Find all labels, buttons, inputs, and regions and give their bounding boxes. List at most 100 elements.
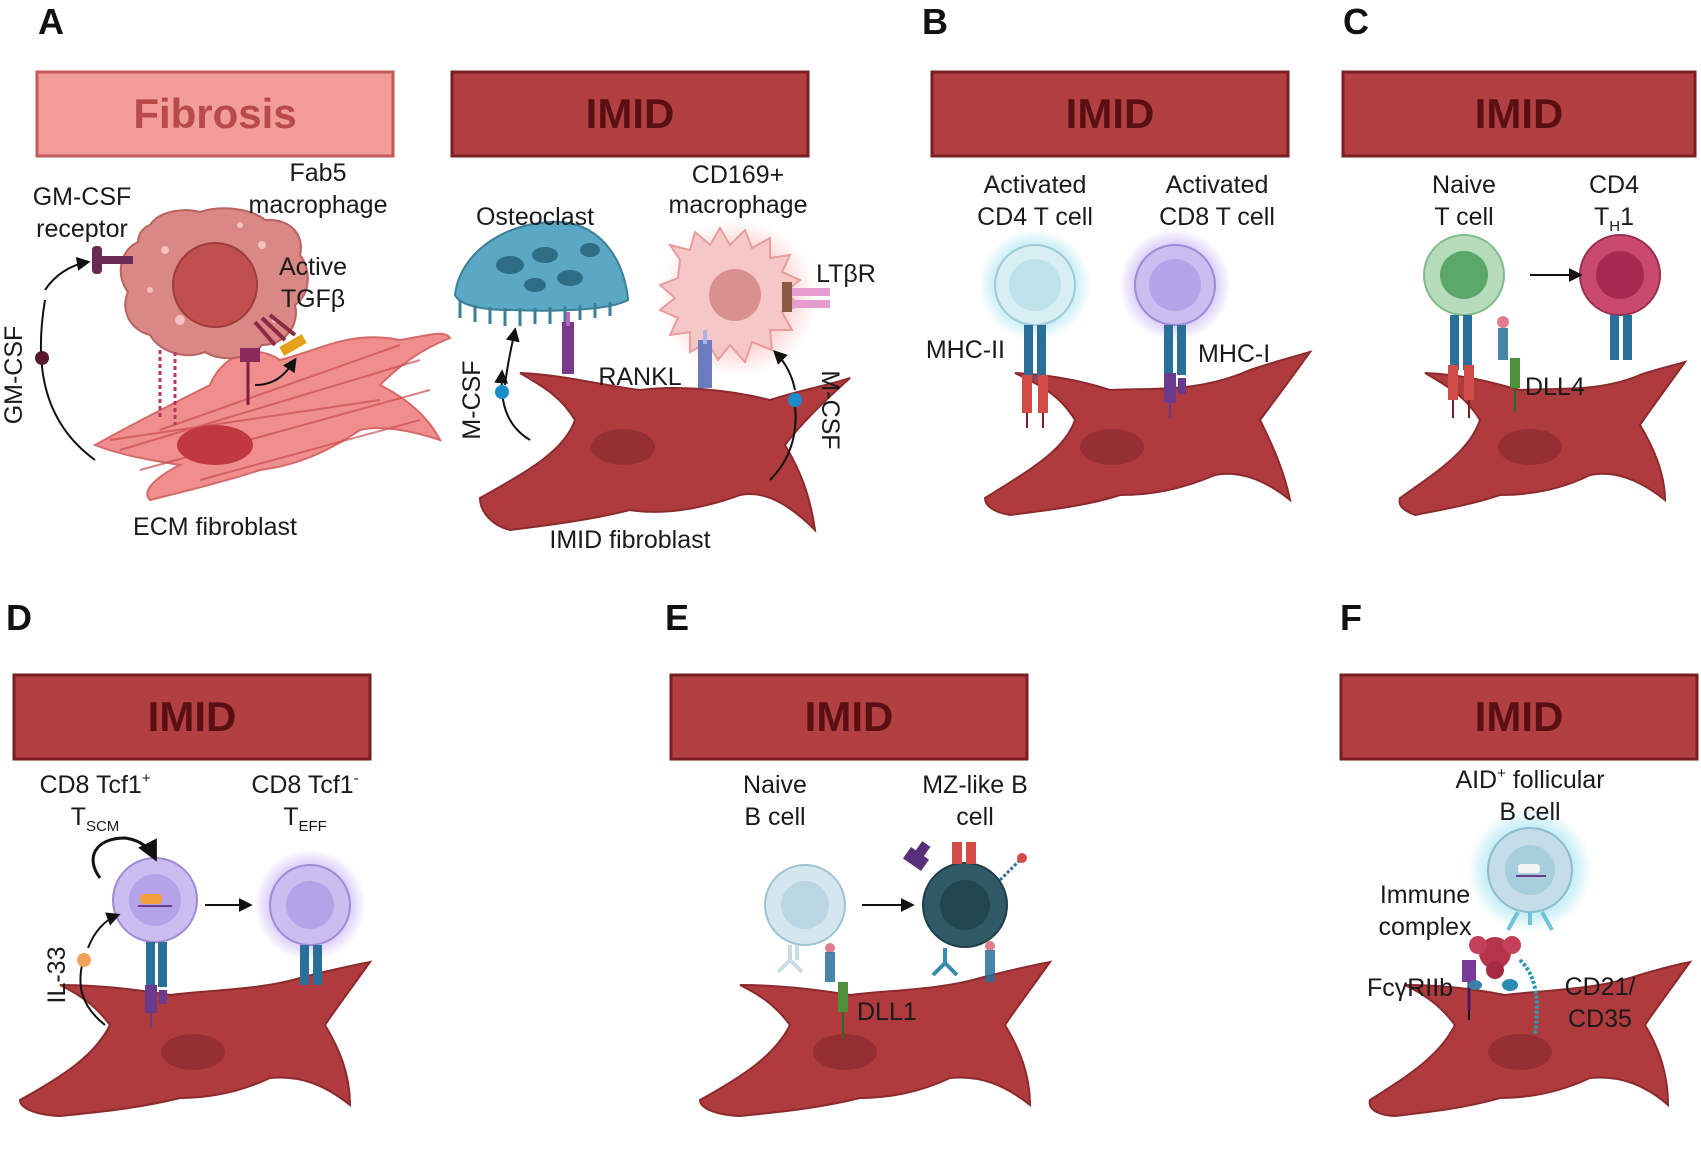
m-csf-right-molecule — [788, 393, 802, 407]
banner-imid-b-text: IMID — [1066, 90, 1155, 137]
naive-t-label-2: T cell — [1434, 203, 1493, 231]
m-csf-left-arrow-upper — [504, 327, 520, 386]
mz-like-b-cell — [922, 862, 1008, 948]
m-csf-right-arrow-upper — [773, 350, 796, 391]
il33-molecule — [77, 953, 91, 967]
osteoclast — [453, 220, 630, 326]
th1-sub: H — [1609, 218, 1620, 235]
ltbr-label: LTβR — [816, 260, 876, 288]
th1-label: TH1 — [1594, 203, 1634, 235]
notch-receptor-c — [1497, 316, 1509, 360]
self-renewal-arrow — [91, 836, 157, 879]
teff-sup: - — [354, 770, 359, 787]
banner-fibrosis-text: Fibrosis — [133, 90, 296, 137]
aid-sup: + — [1497, 765, 1506, 782]
tcr-tscm — [146, 942, 167, 987]
ltbr-receptor — [782, 282, 830, 312]
fab5-label-2: macrophage — [249, 191, 388, 219]
teff-label: CD8 Tcf1- — [251, 770, 358, 799]
mz-b-label-2: cell — [956, 803, 994, 831]
cd21-label-1: CD21/ — [1565, 973, 1636, 1001]
osteoclast-label: Osteoclast — [476, 203, 594, 231]
mz-receptor-chain — [998, 853, 1027, 882]
panel-label-c: C — [1343, 1, 1369, 42]
dll1-ligand — [838, 982, 848, 1038]
teff-t-label: TEFF — [283, 803, 327, 835]
gm-csf-receptor-label-2: receptor — [36, 215, 128, 243]
mz-b-bcr — [931, 948, 959, 977]
banner-imid-e-text: IMID — [805, 693, 894, 740]
gm-csf-label: GM-CSF — [0, 326, 28, 425]
il33-label: IL-33 — [43, 947, 71, 1004]
ecm-fibroblast-label: ECM fibroblast — [133, 513, 297, 541]
cd8-label-2: CD8 T cell — [1159, 203, 1275, 231]
immune-complex-label-2: complex — [1378, 913, 1472, 941]
aid-label-2: B cell — [1499, 798, 1560, 826]
dll4-ligand — [1510, 358, 1520, 412]
m-csf-left-arrow-lower — [494, 369, 531, 441]
cd8-label-1: Activated — [1166, 171, 1269, 199]
gm-csf-receptor — [92, 246, 133, 274]
banner-imid-b: IMID — [930, 70, 1290, 158]
teff-sub: EFF — [298, 818, 326, 835]
naive-b-label-2: B cell — [744, 803, 805, 831]
rank-receptor — [562, 312, 574, 374]
imid-fibroblast-label: IMID fibroblast — [549, 526, 710, 554]
panel-label-f: F — [1340, 597, 1362, 638]
banner-imid-f-text: IMID — [1475, 693, 1564, 740]
mz-notch — [985, 941, 995, 982]
tcr-cd8 — [1164, 325, 1186, 375]
panel-label-d: D — [6, 597, 32, 638]
tscm-t: T — [71, 803, 86, 831]
aid-label-1: AID+ follicular — [1455, 765, 1604, 794]
banner-imid-c-text: IMID — [1475, 90, 1564, 137]
imid-fibroblast-e — [698, 960, 1053, 1118]
ecm-tether — [158, 350, 177, 425]
tcr-teff — [300, 945, 322, 985]
mz-b-label-1: MZ-like B — [922, 771, 1028, 799]
tscm-sup: + — [142, 770, 151, 787]
tcr-th1 — [1610, 315, 1632, 360]
tcr-naive — [1450, 315, 1472, 370]
fcgriib — [1462, 960, 1482, 1020]
immune-complex-label-1: Immune — [1380, 881, 1470, 909]
aid-follicular-b-cell — [1487, 827, 1573, 913]
aid-main: AID — [1455, 766, 1497, 794]
panel-label-b: B — [922, 1, 948, 42]
tscm-sub: SCM — [86, 818, 119, 835]
banner-imid-e: IMID — [669, 673, 1029, 761]
gm-csf-secretion-arrow — [39, 299, 96, 461]
rankl-receptor — [698, 330, 712, 388]
imid-fibroblast-a — [478, 372, 851, 533]
rankl-label: RANKL — [598, 363, 681, 391]
tgfb-receptor-complex — [240, 313, 307, 405]
teff-cell — [269, 864, 351, 946]
cd21-cd35 — [1502, 958, 1539, 1036]
tscm-cell — [112, 857, 198, 943]
naive-b-cell — [764, 864, 846, 946]
naive-b-label-1: Naive — [743, 771, 807, 799]
notch-receptor-e — [825, 943, 835, 982]
teff-t: T — [283, 803, 298, 831]
mhc-ii — [1022, 375, 1048, 428]
m-csf-left-label: M-CSF — [458, 360, 486, 439]
mhc-i — [1164, 373, 1186, 418]
il33-arrow-upper — [87, 912, 121, 949]
m-csf-right-label: M-CSF — [816, 370, 844, 449]
active-tgfb-label-1: Active — [279, 253, 347, 281]
th1-cell — [1579, 234, 1661, 316]
mhc-i-label: MHC-I — [1198, 340, 1270, 368]
imid-fibroblast-c — [1398, 360, 1688, 517]
tscm-label: CD8 Tcf1+ — [39, 770, 150, 799]
cd21-label-2: CD35 — [1568, 1005, 1632, 1033]
banner-fibrosis: Fibrosis — [35, 70, 395, 158]
cd4-label-1: Activated — [984, 171, 1087, 199]
naive-t-label-1: Naive — [1432, 171, 1496, 199]
tgfb-activation-arrow — [254, 357, 297, 386]
fcgriib-label: FcγRIIb — [1367, 974, 1453, 1002]
mhc-ii-c — [1448, 365, 1474, 418]
th1-t: T — [1594, 203, 1609, 231]
cd169-macrophage — [658, 226, 802, 364]
m-csf-left-molecule — [495, 385, 509, 399]
